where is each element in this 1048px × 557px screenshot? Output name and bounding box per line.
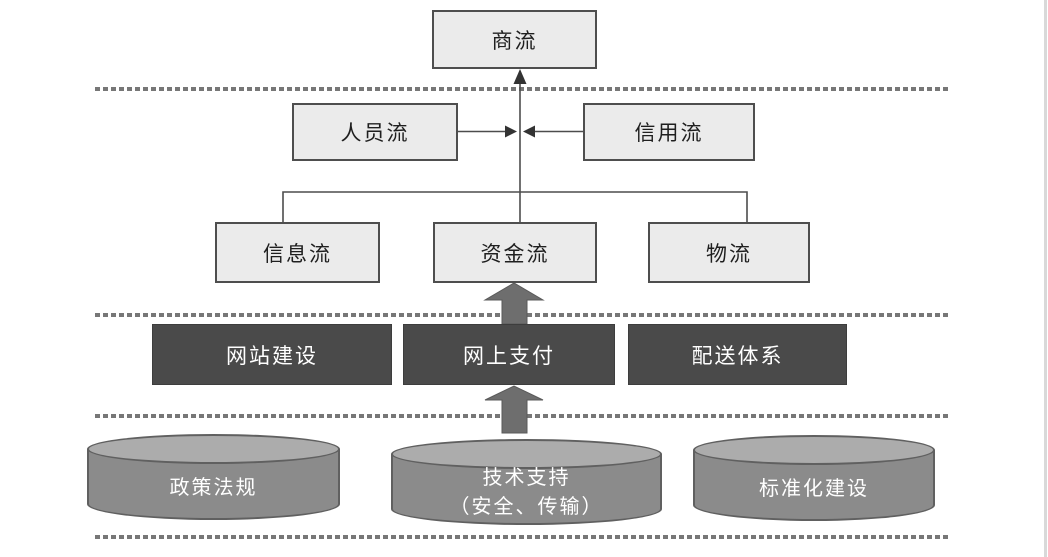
arrow-up-to-business-flow-icon (513, 69, 527, 84)
cylinder-policy-regulations: 政策法规 (87, 434, 340, 520)
cylinder-top-ellipse (87, 434, 340, 464)
node-business-flow-label: 商流 (491, 28, 538, 53)
page-border-line (1044, 0, 1047, 557)
node-personnel-flow-label: 人员流 (340, 121, 410, 145)
cylinder-top-ellipse (391, 439, 662, 469)
cylinder-top-ellipse (693, 435, 935, 465)
node-business-flow: 商流 (432, 10, 597, 69)
dotted-divider-4 (95, 535, 948, 539)
node-logistics-label: 物流 (706, 241, 752, 266)
node-credit-flow-label: 信用流 (634, 121, 704, 145)
node-website-construction-label: 网站建设 (226, 343, 318, 368)
thick-arrow-support-to-payment-icon (484, 385, 544, 434)
node-logistics: 物流 (648, 222, 810, 283)
node-distribution-system-label: 配送体系 (691, 343, 784, 368)
arrow-right-icon (505, 125, 517, 138)
dotted-divider-2 (95, 313, 948, 317)
node-online-payment-label: 网上支付 (463, 343, 555, 368)
cylinder-technical-support: 技术支持 （安全、传输） (391, 439, 662, 525)
cylinder-policy-regulations-label: 政策法规 (169, 476, 258, 499)
node-personnel-flow: 人员流 (292, 103, 458, 161)
thick-arrow-payment-to-capital-icon (483, 282, 545, 325)
dotted-divider-3 (95, 414, 948, 418)
cylinder-standardization-label: 标准化建设 (759, 477, 869, 500)
node-information-flow: 信息流 (215, 222, 380, 283)
dotted-divider-1 (95, 87, 948, 91)
node-credit-flow: 信用流 (583, 103, 755, 161)
node-capital-flow-label: 资金流 (480, 241, 550, 266)
cylinder-technical-support-sub: （安全、传输） (449, 496, 604, 518)
node-capital-flow: 资金流 (433, 222, 597, 283)
node-distribution-system: 配送体系 (628, 324, 847, 385)
node-information-flow-label: 信息流 (263, 241, 332, 266)
cylinder-standardization: 标准化建设 (693, 435, 935, 521)
arrow-left-icon (523, 125, 535, 138)
cylinder-technical-support-label: 技术支持 (482, 467, 571, 489)
connector-branch-row3 (282, 191, 748, 222)
node-website-construction: 网站建设 (152, 324, 392, 385)
node-online-payment: 网上支付 (403, 324, 615, 385)
